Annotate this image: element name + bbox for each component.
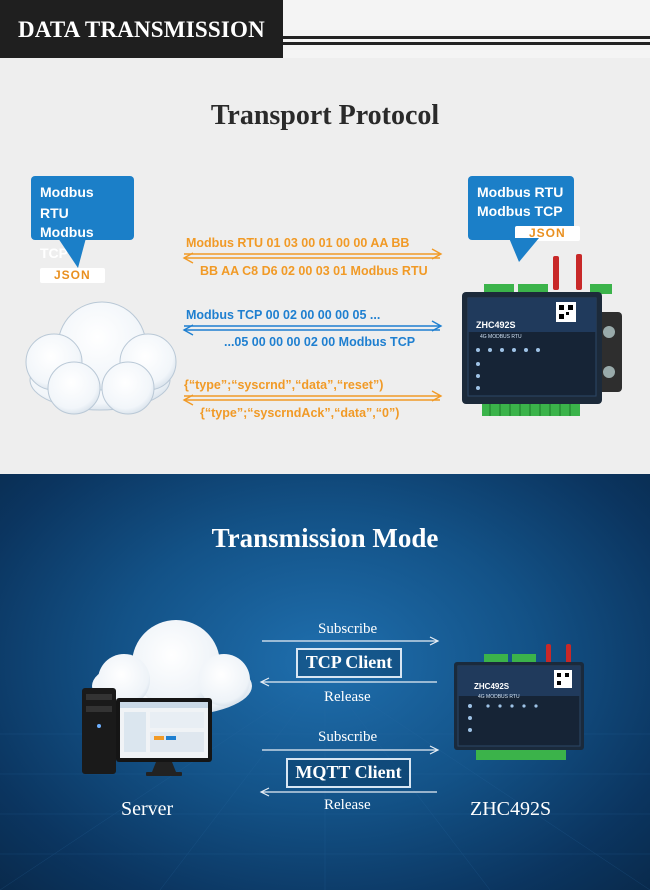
transport-protocol-title: Transport Protocol (210, 100, 440, 131)
right-bubble-pointer (509, 238, 539, 262)
header-tab: DATA TRANSMISSION (0, 0, 283, 58)
subscribe-label-1: Subscribe (318, 621, 378, 637)
device-bottom-model: ZHC492S (474, 682, 510, 691)
subscribe-label-2: Subscribe (318, 729, 378, 745)
message-modbus-tcp-request: Modbus TCP 00 02 00 00 00 05 ... (186, 308, 381, 322)
left-bubble-line1: Modbus RTU (40, 184, 94, 221)
mode-arrows (259, 636, 440, 797)
right-protocol-bubble: Modbus RTU Modbus TCP JSON (468, 176, 580, 241)
left-bubble-pointer (58, 238, 86, 268)
right-bubble-line1: Modbus RTU (477, 184, 564, 200)
left-bubble-json-tag: JSON (40, 268, 105, 283)
message-modbus-rtu-request: Modbus RTU 01 03 00 01 00 00 AA BB (186, 236, 410, 250)
device-bottom-sub: 4G MODBUS RTU (478, 694, 520, 700)
transport-protocol-panel: Transport Protocol Modbus RTU Modbus TCP… (0, 58, 650, 474)
device-body-icon (454, 644, 584, 760)
left-protocol-bubble: Modbus RTU Modbus TCP JSON (31, 176, 134, 283)
header-rule-1 (283, 36, 650, 39)
transmission-mode-title: Transmission Mode (211, 523, 439, 553)
message-modbus-tcp-response: ...05 00 00 00 02 00 Modbus TCP (224, 335, 416, 349)
zhc492s-device-top: ZHC492S 4G MODBUS RTU (456, 254, 626, 424)
message-json-request: {“type”;“syscrnd”,“data”,“reset”) (184, 378, 384, 392)
device-caption: ZHC492S (470, 798, 552, 820)
header-rule-2 (283, 42, 650, 45)
message-json-response: {“type”;“syscrndAck”,“data”,“0”) (200, 406, 400, 420)
message-modbus-rtu-response: BB AA C8 D6 02 00 03 01 Modbus RTU (200, 264, 428, 278)
cloud-icon (25, 301, 177, 415)
server-icon (82, 620, 252, 776)
release-label-2: Release (324, 797, 371, 813)
right-bubble-json-tag: JSON (515, 226, 580, 241)
left-bubble-line2: Modbus TCP (40, 224, 94, 261)
section-header: DATA TRANSMISSION (0, 0, 650, 58)
header-title: DATA TRANSMISSION (18, 17, 265, 42)
device-top-sub: 4G MODBUS RTU (480, 334, 522, 340)
protocol-arrows (182, 248, 443, 406)
mqtt-client-box: MQTT Client (286, 758, 411, 788)
zhc492s-device-bottom: ZHC492S 4G MODBUS RTU (448, 644, 588, 764)
release-label-1: Release (324, 689, 371, 705)
server-label: Server (121, 798, 174, 820)
transmission-mode-panel: Transmission Mode (0, 474, 650, 890)
tcp-client-box: TCP Client (296, 648, 402, 678)
right-bubble-line2: Modbus TCP (477, 203, 563, 219)
device-body-icon (462, 254, 622, 416)
device-top-model: ZHC492S (476, 320, 516, 330)
